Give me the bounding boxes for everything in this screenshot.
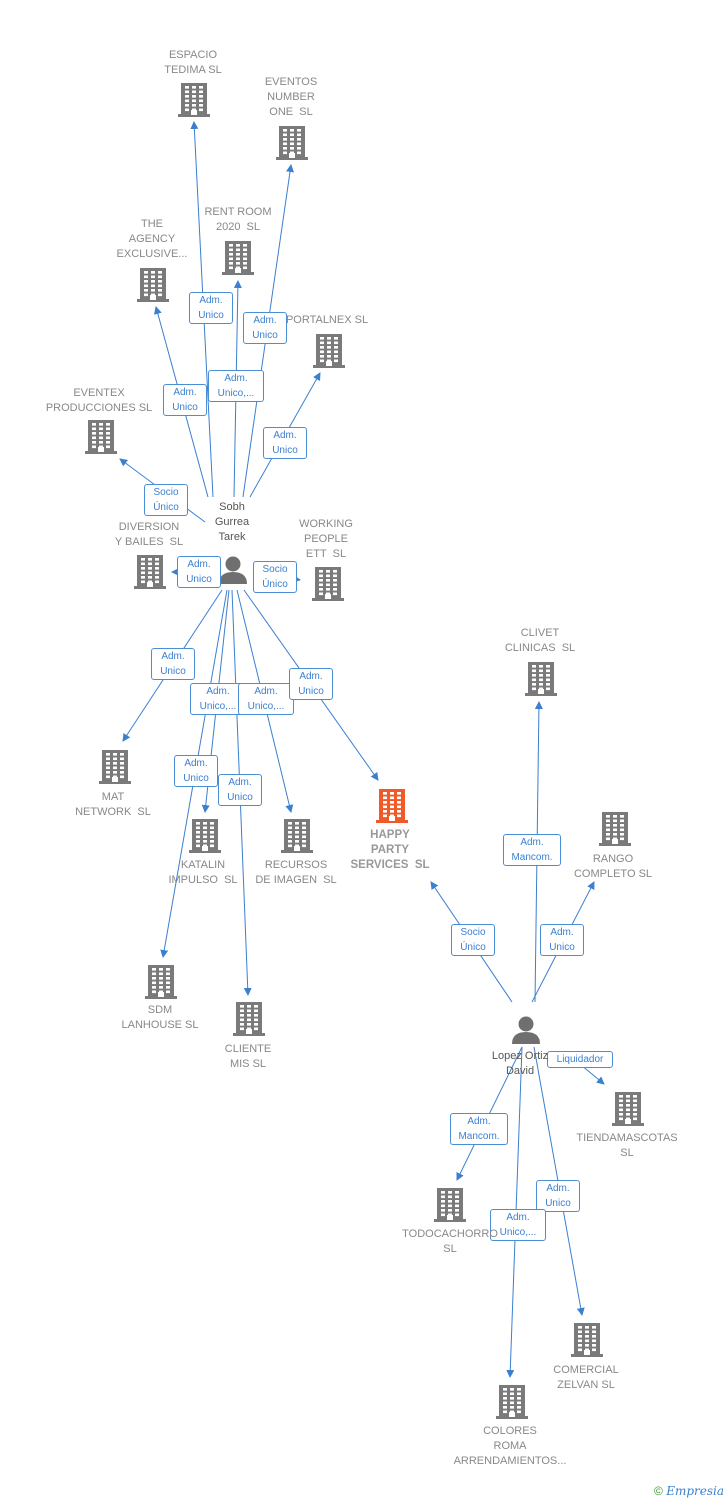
relation-badge-lopez-comercial[interactable]: Adm. Unico	[536, 1180, 580, 1212]
relation-badge-sobh-katalin[interactable]: Adm. Unico,...	[190, 683, 246, 715]
building-icon-katalin[interactable]	[189, 819, 221, 853]
company-label-clivet[interactable]: CLIVET CLINICAS SL	[504, 627, 576, 654]
relation-badge-sobh-cliente[interactable]: Adm. Unico	[218, 774, 262, 806]
relation-badge-lopez-colores[interactable]: Adm. Unico,...	[490, 1209, 546, 1241]
company-label-diversion[interactable]: DIVERSION Y BAILES SL	[114, 521, 184, 548]
building-icon-todocachorro[interactable]	[434, 1188, 466, 1222]
person-label-sobh[interactable]: Sobh Gurrea Tarek	[214, 501, 250, 543]
building-icon-rango[interactable]	[599, 812, 631, 846]
company-label-comercial[interactable]: COMERCIAL ZELVAN SL	[553, 1364, 619, 1391]
relation-badge-sobh-agency[interactable]: Adm. Unico	[163, 384, 207, 416]
relation-badge-sobh-rentroom[interactable]: Adm. Unico,...	[208, 370, 264, 402]
relation-badge-lopez-todocachorro[interactable]: Adm. Mancom.	[450, 1113, 508, 1145]
building-icon-colores[interactable]	[496, 1385, 528, 1419]
company-label-katalin[interactable]: KATALIN IMPULSO SL	[168, 859, 238, 886]
relation-badge-lopez-rango[interactable]: Adm. Unico	[540, 924, 584, 956]
building-icon-diversion[interactable]	[134, 555, 166, 589]
relation-badge-sobh-happy[interactable]: Adm. Unico	[289, 668, 333, 700]
building-icon-eventex[interactable]	[85, 420, 117, 454]
building-icon-comercial[interactable]	[571, 1323, 603, 1357]
relation-badge-sobh-recursos[interactable]: Adm. Unico,...	[238, 683, 294, 715]
building-icon-clivet[interactable]	[525, 662, 557, 696]
relation-badge-sobh-espacio[interactable]: Adm. Unico	[189, 292, 233, 324]
relation-badge-lopez-happy[interactable]: Socio Único	[451, 924, 495, 956]
building-icon-rentroom[interactable]	[222, 241, 254, 275]
company-label-rentroom[interactable]: RENT ROOM 2020 SL	[204, 206, 272, 233]
relation-badge-sobh-diversion[interactable]: Adm. Unico	[177, 556, 221, 588]
nodes-layer	[85, 83, 644, 1419]
relation-badge-sobh-working[interactable]: Socio Único	[253, 561, 297, 593]
company-label-sdm[interactable]: SDM LANHOUSE SL	[121, 1004, 199, 1031]
building-icon-sdm[interactable]	[145, 965, 177, 999]
building-icon-portalnex[interactable]	[313, 334, 345, 368]
company-label-colores[interactable]: COLORES ROMA ARRENDAMIENTOS...	[453, 1425, 567, 1467]
person-icon-lopez[interactable]	[512, 1016, 540, 1045]
relation-badge-sobh-portalnex[interactable]: Adm. Unico	[263, 427, 307, 459]
company-label-espacio[interactable]: ESPACIO TEDIMA SL	[164, 49, 222, 76]
relation-badge-sobh-sdm[interactable]: Adm. Unico	[174, 755, 218, 787]
company-label-eventos[interactable]: EVENTOS NUMBER ONE SL	[264, 76, 318, 118]
building-icon-tiendamascotas[interactable]	[612, 1092, 644, 1126]
footer-credit: © Empresia	[654, 1484, 724, 1498]
building-icon-working[interactable]	[312, 567, 344, 601]
company-label-mat[interactable]: MAT NETWORK SL	[75, 791, 151, 818]
company-label-rango[interactable]: RANGO COMPLETO SL	[573, 853, 653, 880]
company-label-happy[interactable]: HAPPY PARTY SERVICES SL	[350, 829, 430, 871]
copyright-icon: ©	[654, 1484, 663, 1498]
building-icon-espacio[interactable]	[178, 83, 210, 117]
building-icon-mat[interactable]	[99, 750, 131, 784]
building-icon-happy[interactable]	[376, 789, 408, 823]
person-icon-sobh[interactable]	[219, 556, 247, 585]
relation-badge-sobh-mat[interactable]: Adm. Unico	[151, 648, 195, 680]
building-icon-eventos[interactable]	[276, 126, 308, 160]
building-icon-recursos[interactable]	[281, 819, 313, 853]
relation-badge-lopez-tiendamascotas[interactable]: Liquidador	[547, 1051, 613, 1068]
relation-badge-lopez-clivet[interactable]: Adm. Mancom.	[503, 834, 561, 866]
relation-badge-sobh-eventex[interactable]: Socio Único	[144, 484, 188, 516]
company-label-tiendamascotas[interactable]: TIENDAMASCOTAS SL	[576, 1132, 678, 1159]
company-label-agency[interactable]: THE AGENCY EXCLUSIVE...	[116, 218, 188, 260]
company-label-recursos[interactable]: RECURSOS DE IMAGEN SL	[255, 859, 337, 886]
company-label-todocachorro[interactable]: TODOCACHORRO SL	[402, 1228, 498, 1255]
company-label-eventex[interactable]: EVENTEX PRODUCCIONES SL	[45, 387, 153, 414]
building-icon-cliente[interactable]	[233, 1002, 265, 1036]
company-label-cliente[interactable]: CLIENTE MIS SL	[224, 1043, 272, 1070]
person-label-lopez[interactable]: Lopez Ortiz David	[491, 1050, 549, 1077]
relation-badge-sobh-eventos[interactable]: Adm. Unico	[243, 312, 287, 344]
company-label-working[interactable]: WORKING PEOPLE ETT SL	[299, 518, 353, 560]
company-label-portalnex[interactable]: PORTALNEX SL	[285, 314, 369, 326]
brand-logo[interactable]: Empresia	[666, 1484, 724, 1498]
building-icon-agency[interactable]	[137, 268, 169, 302]
